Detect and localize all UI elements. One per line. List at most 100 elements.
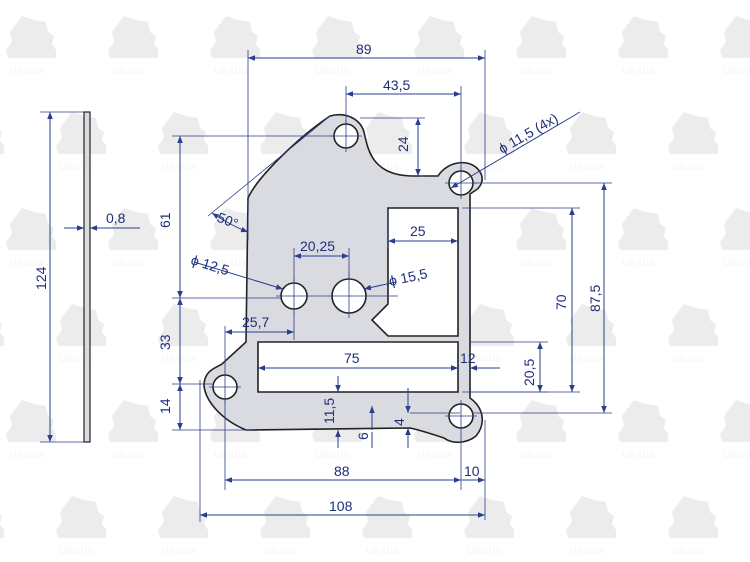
svg-text:URSUS: URSUS (418, 450, 452, 460)
svg-text:URSUS: URSUS (112, 450, 146, 460)
watermark-logo: URSUS (516, 16, 566, 76)
dim-0-8: 0,8 (106, 210, 126, 226)
dimension-labels: 89 43,5 24 ϕ 11,5 (4x) 61 50° 25 20,25 ϕ… (33, 41, 603, 514)
watermark-logo: URSUS (720, 16, 750, 76)
svg-text:URSUS: URSUS (60, 354, 94, 364)
svg-text:URSUS: URSUS (10, 450, 44, 460)
svg-text:URSUS: URSUS (570, 546, 604, 556)
watermark-logo: URSUS (56, 496, 106, 556)
watermark-logo: URSUS (0, 130, 4, 154)
watermark-logo: URSUS (6, 400, 56, 460)
svg-text:URSUS: URSUS (366, 546, 400, 556)
dim-33: 33 (157, 334, 173, 350)
watermark-logo: URSUS (362, 496, 412, 556)
dim-20-25: 20,25 (300, 238, 335, 254)
dim-12: 12 (460, 350, 476, 366)
svg-text:URSUS: URSUS (10, 258, 44, 268)
svg-text:URSUS: URSUS (162, 354, 196, 364)
watermark-logo: URSUS (56, 304, 106, 364)
svg-text:URSUS: URSUS (264, 546, 298, 556)
svg-text:URSUS: URSUS (316, 450, 350, 460)
dim-70: 70 (553, 294, 569, 310)
svg-text:URSUS: URSUS (672, 354, 706, 364)
dim-20-5: 20,5 (521, 359, 537, 386)
dim-124: 124 (33, 266, 49, 290)
svg-text:URSUS: URSUS (622, 258, 656, 268)
svg-text:URSUS: URSUS (724, 258, 750, 268)
watermark-logo: URSUS (566, 112, 616, 172)
watermark-logo: URSUS (668, 304, 718, 364)
svg-text:URSUS: URSUS (60, 162, 94, 172)
dim-25-upper: 25 (410, 223, 426, 239)
svg-text:URSUS: URSUS (724, 66, 750, 76)
svg-text:URSUS: URSUS (214, 258, 248, 268)
watermark-logo: URSUS (618, 400, 668, 460)
svg-text:URSUS: URSUS (520, 66, 554, 76)
dim-6: 6 (355, 432, 371, 440)
watermark-logo: URSUS (6, 208, 56, 268)
dim-4: 4 (391, 418, 407, 426)
dim-24: 24 (395, 136, 411, 152)
watermark-logo: URSUS (108, 208, 158, 268)
svg-text:URSUS: URSUS (418, 66, 452, 76)
svg-text:URSUS: URSUS (10, 66, 44, 76)
watermark-logo: URSUS (260, 496, 310, 556)
svg-text:URSUS: URSUS (162, 162, 196, 172)
svg-text:URSUS: URSUS (468, 354, 502, 364)
svg-text:URSUS: URSUS (570, 162, 604, 172)
dim-75: 75 (344, 350, 360, 366)
svg-text:URSUS: URSUS (672, 162, 706, 172)
svg-text:URSUS: URSUS (316, 66, 350, 76)
watermark-logo: URSUS (720, 208, 750, 268)
watermark-logo: URSUS (158, 112, 208, 172)
dim-14: 14 (157, 398, 173, 414)
watermark-logo: URSUS (6, 16, 56, 76)
svg-text:URSUS: URSUS (724, 450, 750, 460)
dim-hole-15-5: ϕ 15,5 (387, 265, 429, 289)
watermark-logo: URSUS (566, 496, 616, 556)
watermark-logo: URSUS (566, 304, 616, 364)
gasket-plate (203, 114, 483, 444)
dim-10: 10 (464, 463, 480, 479)
svg-text:URSUS: URSUS (570, 354, 604, 364)
gasket-side-view (83, 111, 91, 443)
watermark-logo: URSUS (158, 304, 208, 364)
dim-89: 89 (356, 41, 372, 57)
watermark-logo: URSUS (464, 496, 514, 556)
svg-text:URSUS: URSUS (672, 546, 706, 556)
watermark-logo: URSUS (668, 112, 718, 172)
watermark-logo: URSUS (720, 400, 750, 460)
watermark-logo: URSUS (56, 112, 106, 172)
watermark-logo: URSUS (0, 322, 4, 346)
dim-25-7: 25,7 (242, 314, 269, 330)
svg-text:URSUS: URSUS (622, 450, 656, 460)
dimension-lines (40, 50, 612, 522)
watermark-logo: URSUS (618, 16, 668, 76)
svg-text:URSUS: URSUS (112, 66, 146, 76)
watermark-logo: URSUS (516, 208, 566, 268)
svg-text:URSUS: URSUS (214, 450, 248, 460)
dim-11-5-vertical: 11,5 (321, 398, 337, 424)
watermark-logo: URSUS (108, 400, 158, 460)
dim-43-5: 43,5 (383, 77, 410, 93)
watermark-logo: URSUS (210, 16, 260, 76)
watermark-logo: URSUS (158, 496, 208, 556)
dim-108: 108 (329, 498, 353, 514)
svg-text:URSUS: URSUS (366, 162, 400, 172)
dim-hole-12-5: ϕ 12,5 (189, 252, 231, 279)
dim-88: 88 (334, 463, 350, 479)
svg-text:URSUS: URSUS (468, 546, 502, 556)
svg-text:URSUS: URSUS (214, 66, 248, 76)
dim-87-5: 87,5 (587, 285, 603, 312)
watermark-logo: URSUS (516, 400, 566, 460)
watermark-logo: URSUS (618, 208, 668, 268)
dim-angle-50: 50° (215, 209, 241, 232)
watermark-logo: URSUS (362, 112, 412, 172)
dim-61: 61 (157, 212, 173, 228)
watermark-logo: URSUS (668, 496, 718, 556)
watermark-logo: URSUS (414, 16, 464, 76)
svg-text:URSUS: URSUS (622, 66, 656, 76)
svg-text:URSUS: URSUS (520, 450, 554, 460)
